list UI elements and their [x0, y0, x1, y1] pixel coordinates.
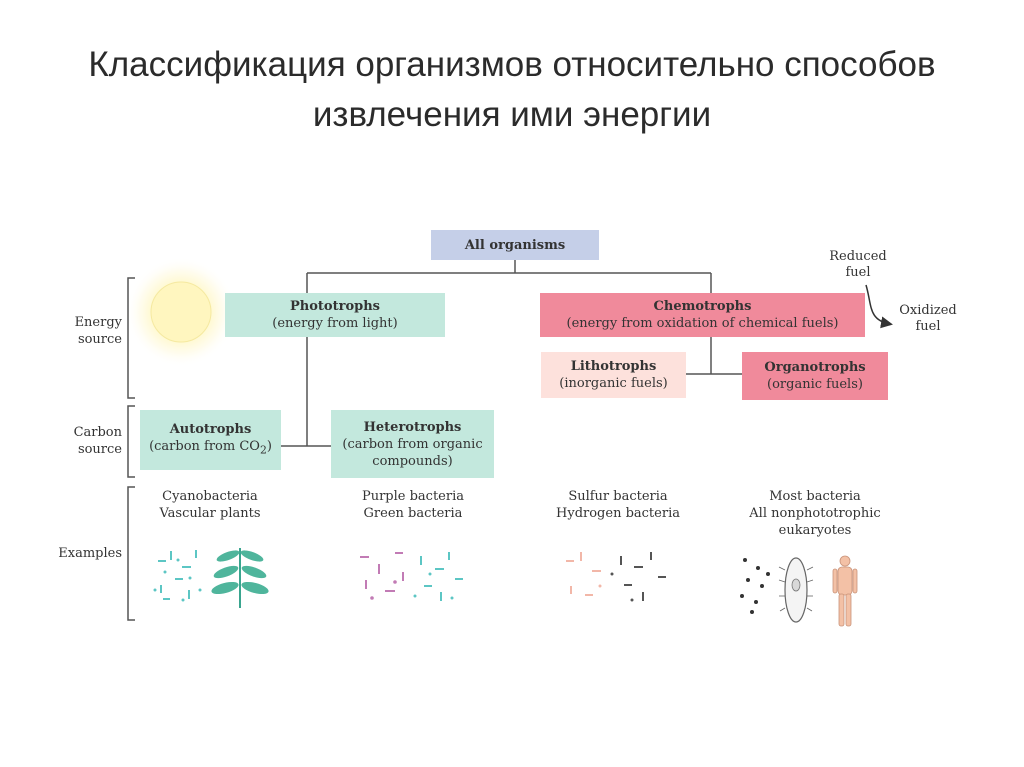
- lithotrophs-desc: (inorganic fuels): [559, 376, 668, 391]
- carbon-source-label: Carbon source: [73, 425, 122, 457]
- chemotrophs-label: Chemotrophs: [653, 299, 752, 314]
- lithotrophs-box: Lithotrophs (inorganic fuels): [541, 352, 686, 398]
- fuel-arrow: [865, 284, 893, 329]
- organotrophs-desc: (organic fuels): [767, 377, 863, 392]
- protist-illustration: [778, 557, 814, 623]
- examples-organotroph: Most bacteria All nonphototrophic eukary…: [749, 489, 881, 538]
- chemotrophs-box: Chemotrophs (energy from oxidation of ch…: [540, 293, 865, 337]
- examples-lithotroph: Sulfur bacteria Hydrogen bacteria: [556, 489, 680, 521]
- heterotrophs-desc-line1: (carbon from organic: [342, 436, 483, 452]
- oxidized-fuel-label: Oxidized fuel: [899, 303, 957, 334]
- phototrophs-label: Phototrophs: [290, 299, 380, 314]
- examples-phototroph-autotroph: Cyanobacteria Vascular plants: [159, 489, 261, 521]
- phototrophs-box: Phototrophs (energy from light): [225, 293, 445, 337]
- bacteria-dots-illustration: [740, 558, 770, 614]
- human-illustration: [832, 555, 858, 627]
- examples-label: Examples: [58, 546, 122, 561]
- autotrophs-box: Autotrophs (carbon from CO2): [140, 410, 281, 470]
- plant-illustration: [211, 548, 269, 608]
- lithotrophs-label: Lithotrophs: [570, 359, 657, 374]
- energy-source-label: Energy source: [74, 315, 122, 347]
- heterotrophs-box: Heterotrophs (carbon from organic compou…: [331, 410, 494, 478]
- cyanobacteria-illustration: [153, 550, 202, 602]
- slide-title: Классификация организмов относительно сп…: [88, 45, 936, 134]
- sulfur-hydrogen-bacteria-illustration: [566, 552, 666, 602]
- heterotrophs-label: Heterotrophs: [363, 419, 462, 435]
- examples-phototroph-heterotroph: Purple bacteria Green bacteria: [361, 489, 465, 521]
- phototrophs-desc: (energy from light): [272, 316, 398, 331]
- all-organisms-box: All organisms: [431, 230, 599, 260]
- chemotrophs-desc: (energy from oxidation of chemical fuels…: [566, 316, 839, 331]
- organotrophs-box: Organotrophs (organic fuels): [742, 352, 888, 400]
- all-organisms-label: All organisms: [464, 237, 566, 253]
- organotrophs-label: Organotrophs: [764, 360, 866, 375]
- autotrophs-desc: (carbon from CO2): [149, 439, 272, 457]
- heterotrophs-desc-line2: compounds): [372, 453, 453, 469]
- autotrophs-label: Autotrophs: [169, 422, 252, 438]
- purple-green-bacteria-illustration: [360, 552, 463, 601]
- reduced-fuel-label: Reduced fuel: [829, 249, 887, 280]
